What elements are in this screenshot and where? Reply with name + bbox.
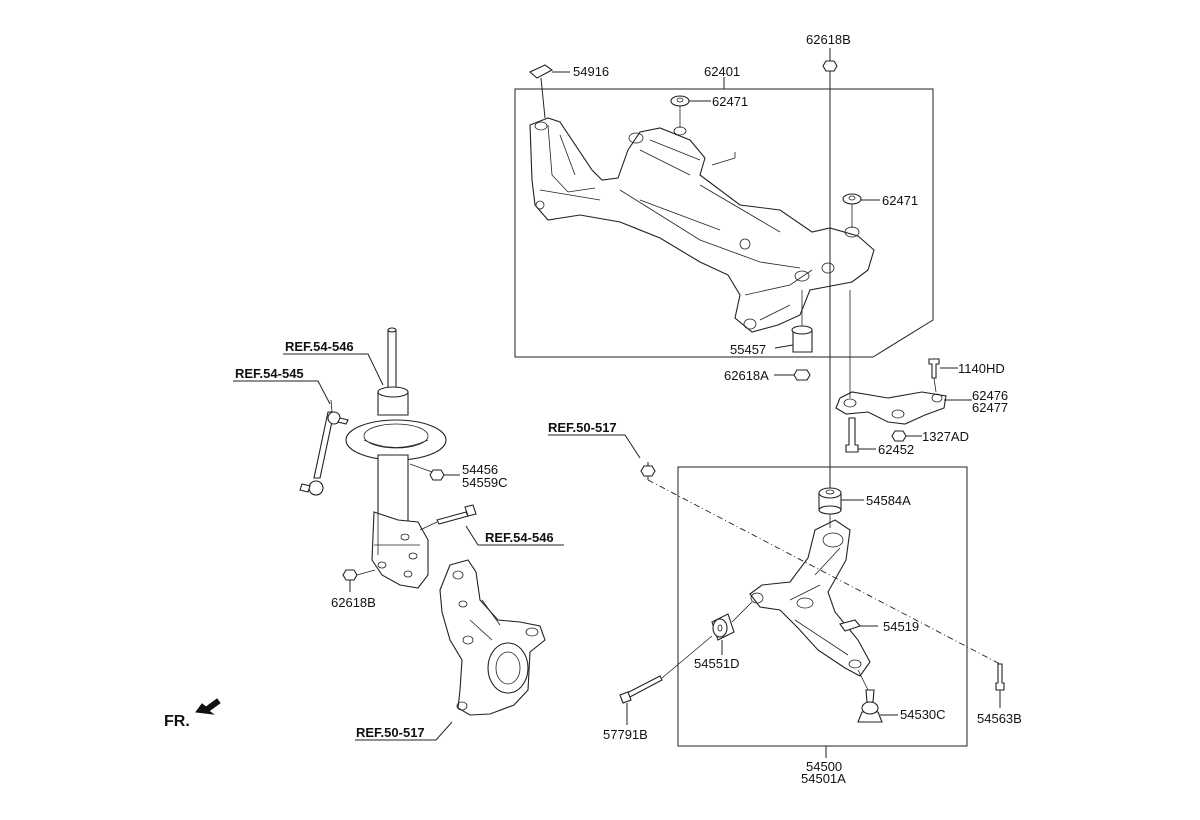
lower-arm-group-box — [677, 466, 968, 747]
front-direction-arrow-icon — [195, 698, 221, 715]
label-62477: 62477 — [972, 400, 1008, 415]
strut-assembly — [233, 327, 656, 741]
front-direction-indicator: FR. — [164, 698, 221, 730]
label-54559C: 54559C — [462, 475, 508, 490]
bolt-1140HD — [928, 358, 940, 379]
bracket-54916 — [528, 64, 554, 79]
nut-62618A — [793, 369, 811, 381]
nut-62618B-left — [342, 569, 358, 581]
bolt-57791B — [624, 675, 663, 699]
label-62618A: 62618A — [724, 368, 769, 383]
washer-62471-right — [842, 193, 862, 205]
ref-50-517-top: REF.50-517 — [548, 420, 617, 435]
bolt-54563B — [995, 663, 1005, 691]
crossmember-body — [529, 117, 875, 333]
label-62401: 62401 — [704, 64, 740, 79]
spring-seat — [345, 419, 447, 461]
shock-rod — [387, 329, 397, 391]
label-54519: 54519 — [883, 619, 919, 634]
ref-54-545: REF.54-545 — [235, 366, 304, 381]
label-62618B-top: 62618B — [806, 32, 851, 47]
label-54456: 54456 — [462, 462, 498, 477]
ref-54-546-mid: REF.54-546 — [485, 530, 554, 545]
nut-1327AD — [891, 430, 907, 442]
label-62452: 62452 — [878, 442, 914, 457]
nut-ref-50517 — [640, 465, 656, 477]
nut-62618B-top — [822, 60, 838, 72]
nut-54456 — [429, 469, 445, 481]
label-62471-top: 62471 — [712, 94, 748, 109]
label-54551D: 54551D — [694, 656, 740, 671]
label-54563B: 54563B — [977, 711, 1022, 726]
stay-bracket-62476 — [835, 391, 947, 425]
lower-arm-assembly — [619, 466, 1005, 758]
ref-50-517-left: REF.50-517 — [356, 725, 425, 740]
label-1140HD: 1140HD — [958, 361, 1005, 376]
reference-labels: REF.54-546 REF.54-545 REF.54-546 REF.50-… — [235, 339, 617, 740]
stay-bracket-assembly — [835, 290, 972, 453]
strut-bolt — [436, 511, 469, 525]
steering-knuckle — [439, 559, 546, 716]
strut-bracket — [371, 511, 429, 589]
washer-62471-top — [670, 95, 690, 107]
label-62476: 62476 — [972, 388, 1008, 403]
lower-control-arm — [749, 519, 871, 677]
subframe-group-box — [514, 88, 934, 358]
label-54501A: 54501A — [801, 771, 846, 786]
subframe-assembly — [514, 48, 934, 488]
front-label: FR. — [164, 713, 190, 730]
label-1327AD: 1327AD — [922, 429, 969, 444]
bolt-62452 — [845, 417, 859, 453]
label-62471-right: 62471 — [882, 193, 918, 208]
label-54500: 54500 — [806, 759, 842, 774]
label-54916: 54916 — [573, 64, 609, 79]
label-57791B: 57791B — [603, 727, 648, 742]
label-54530C: 54530C — [900, 707, 946, 722]
ref-54-546-top: REF.54-546 — [285, 339, 354, 354]
part-labels: 54916 62401 62618B 62471 62471 55457 626… — [331, 32, 1022, 786]
label-55457: 55457 — [730, 342, 766, 357]
label-62618B-left: 62618B — [331, 595, 376, 610]
label-54584A: 54584A — [866, 493, 911, 508]
